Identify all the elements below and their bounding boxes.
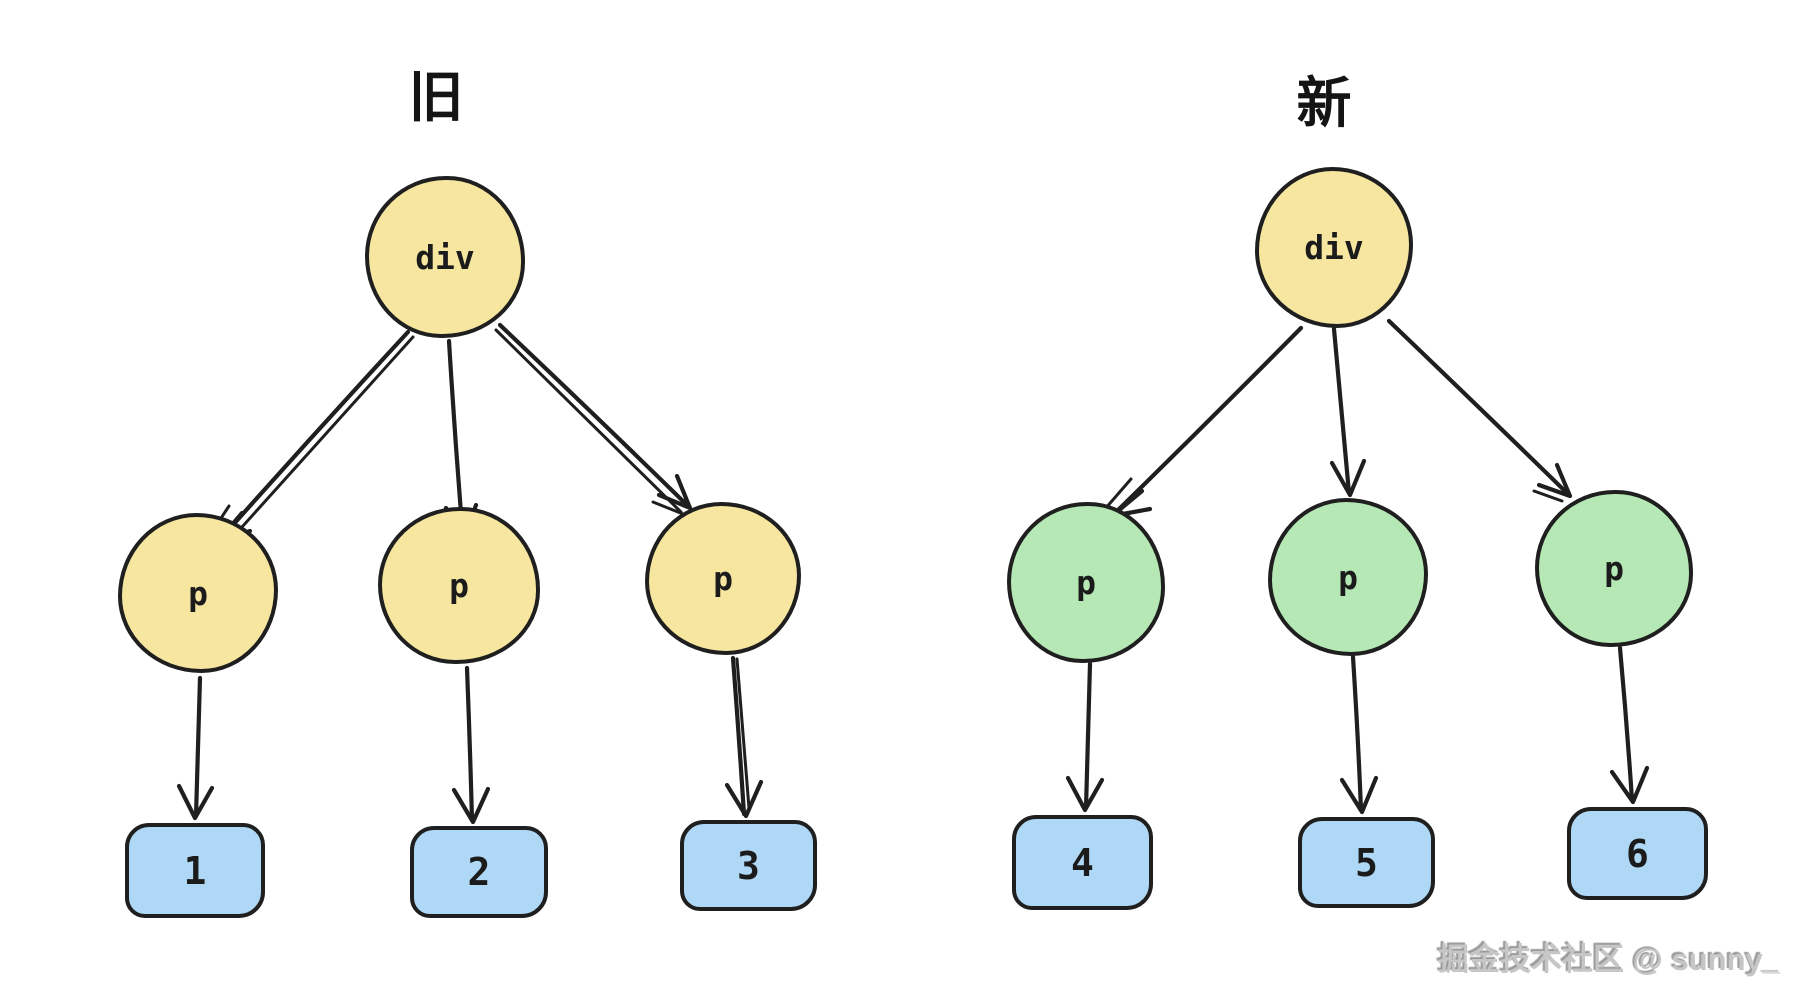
old-p-label-2: p: [449, 566, 469, 605]
new-leaf-label-5: 5: [1355, 840, 1378, 885]
old-p-label-1: p: [188, 573, 208, 613]
new-leaf-node-6: 6: [1567, 807, 1708, 900]
old-p-node-1: p: [118, 513, 278, 673]
old-leaf-label-2: 2: [467, 850, 491, 894]
new-leaf-label-6: 6: [1626, 831, 1649, 876]
new-p-label-3: p: [1604, 549, 1624, 588]
arrow-new-div-p1: [1109, 325, 1304, 519]
old-leaf-node-3: 3: [680, 820, 817, 911]
arrow-old-div-p1: [211, 329, 411, 549]
new-leaf-node-4: 4: [1012, 815, 1153, 910]
arrow-old-div-p3-sketch: [494, 328, 685, 516]
arrow-old-div-p1-sketch: [204, 335, 415, 549]
new-p-node-2: p: [1268, 498, 1428, 656]
arrow-old-p3-3-sketch: [735, 657, 751, 810]
old-p-node-3: p: [645, 502, 801, 655]
new-p-label-1: p: [1076, 563, 1096, 602]
arrow-old-p1-1: [176, 675, 215, 821]
old-tree-title: 旧: [408, 66, 466, 128]
new-tree-title: 新: [1296, 72, 1354, 134]
new-leaf-label-4: 4: [1071, 840, 1094, 885]
arrow-new-div-p3-sketch: [1532, 489, 1564, 503]
watermark-text: 掘金技术社区 @ sunny_: [1438, 942, 1780, 977]
arrow-old-p2-2: [451, 665, 491, 825]
new-leaf-node-5: 5: [1298, 817, 1435, 908]
old-leaf-label-1: 1: [183, 848, 207, 893]
arrow-new-p2-5: [1339, 654, 1379, 815]
old-root-div-label: div: [415, 237, 475, 277]
new-p-label-2: p: [1338, 557, 1358, 597]
old-leaf-node-2: 2: [410, 826, 548, 918]
old-p-node-2: p: [378, 507, 540, 664]
new-root-div-label: div: [1304, 228, 1364, 267]
new-root-div-node: div: [1255, 167, 1413, 328]
arrow-new-div-p2: [1329, 326, 1367, 498]
old-leaf-node-1: 1: [125, 823, 265, 918]
old-leaf-label-3: 3: [737, 843, 760, 888]
arrow-new-p3-6: [1609, 645, 1650, 805]
arrow-new-div-p3: [1386, 318, 1573, 499]
arrow-old-div-p3: [497, 322, 693, 511]
new-p-node-1: p: [1007, 502, 1165, 663]
old-root-div-node: div: [365, 176, 525, 338]
arrow-old-p3-3: [724, 655, 764, 819]
old-p-label-3: p: [713, 559, 733, 598]
arrow-new-p1-4: [1065, 661, 1105, 813]
new-p-node-3: p: [1535, 490, 1693, 647]
